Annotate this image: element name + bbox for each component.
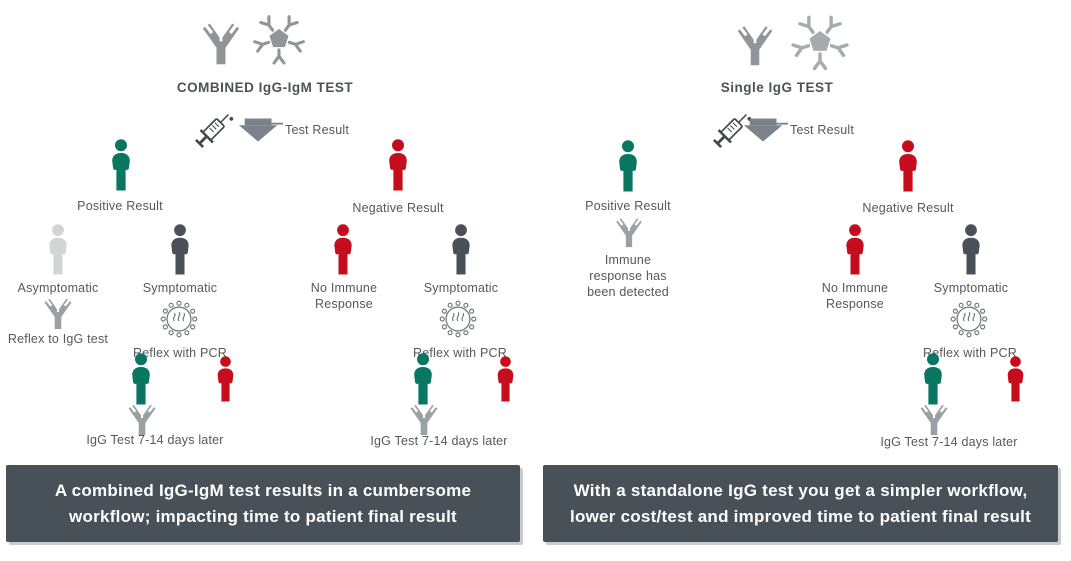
syringe-icon [191,106,237,152]
person-icon-positive [619,140,637,192]
igg-test-later-label: IgG Test 7-14 days later [86,433,224,447]
person-icon-negative [497,356,514,402]
no-immune-response-label: No Immune Response [821,281,889,311]
person-icon-no-immune [334,224,352,275]
person-icon-negative [217,356,234,402]
coronavirus-icon [439,300,477,338]
symptomatic-label: Symptomatic [933,281,1009,295]
asymptomatic-label: Asymptomatic [17,281,99,295]
immune-response-detected-label: Immune response has been detected [587,253,669,299]
right-panel-title: Single IgG TEST [720,80,834,95]
symptomatic-label: Symptomatic [423,281,499,295]
symptomatic-label: Symptomatic [142,281,218,295]
igg-antibody-icon [198,10,244,70]
person-icon-negative [389,139,407,191]
igg-antibody-icon [405,398,443,436]
reflex-to-igg-label: Reflex to IgG test [7,332,109,346]
left-caption-box: A combined IgG-IgM test results in a cum… [6,465,520,542]
down-arrow-icon [743,118,788,142]
igg-antibody-icon [610,212,648,248]
person-icon-asymptomatic [49,224,67,275]
left-negative-result-label: Negative Result [352,201,444,215]
right-test-result-label: Test Result [790,123,855,137]
down-arrow-icon [238,118,283,142]
person-icon-no-immune [846,224,864,275]
right-positive-result-label: Positive Result [585,199,671,213]
coronavirus-icon [950,300,988,338]
person-icon-symptomatic [171,224,189,275]
person-icon-symptomatic [962,224,980,275]
igm-antibody-icon [791,15,849,71]
no-immune-response-label: No Immune Response [310,281,378,311]
left-test-result-label: Test Result [285,123,350,137]
right-negative-result-label: Negative Result [862,201,954,215]
igg-antibody-icon [123,398,161,436]
igg-test-later-label: IgG Test 7-14 days later [880,435,1018,449]
person-icon-positive [112,139,130,191]
left-positive-result-label: Positive Result [77,199,163,213]
igm-antibody-icon [253,15,305,65]
person-icon-negative [1007,356,1024,402]
igg-test-later-label: IgG Test 7-14 days later [370,434,508,448]
left-panel-title: COMBINED IgG-IgM TEST [176,80,354,95]
person-icon-negative [899,140,917,192]
igg-antibody-icon [40,292,76,330]
reflex-with-pcr-label: Reflex with PCR [133,346,227,360]
igg-antibody-icon [733,10,777,74]
person-icon-symptomatic [452,224,470,275]
right-caption-box: With a standalone IgG test you get a sim… [543,465,1058,542]
coronavirus-icon [160,300,198,338]
igg-antibody-icon [915,398,953,436]
